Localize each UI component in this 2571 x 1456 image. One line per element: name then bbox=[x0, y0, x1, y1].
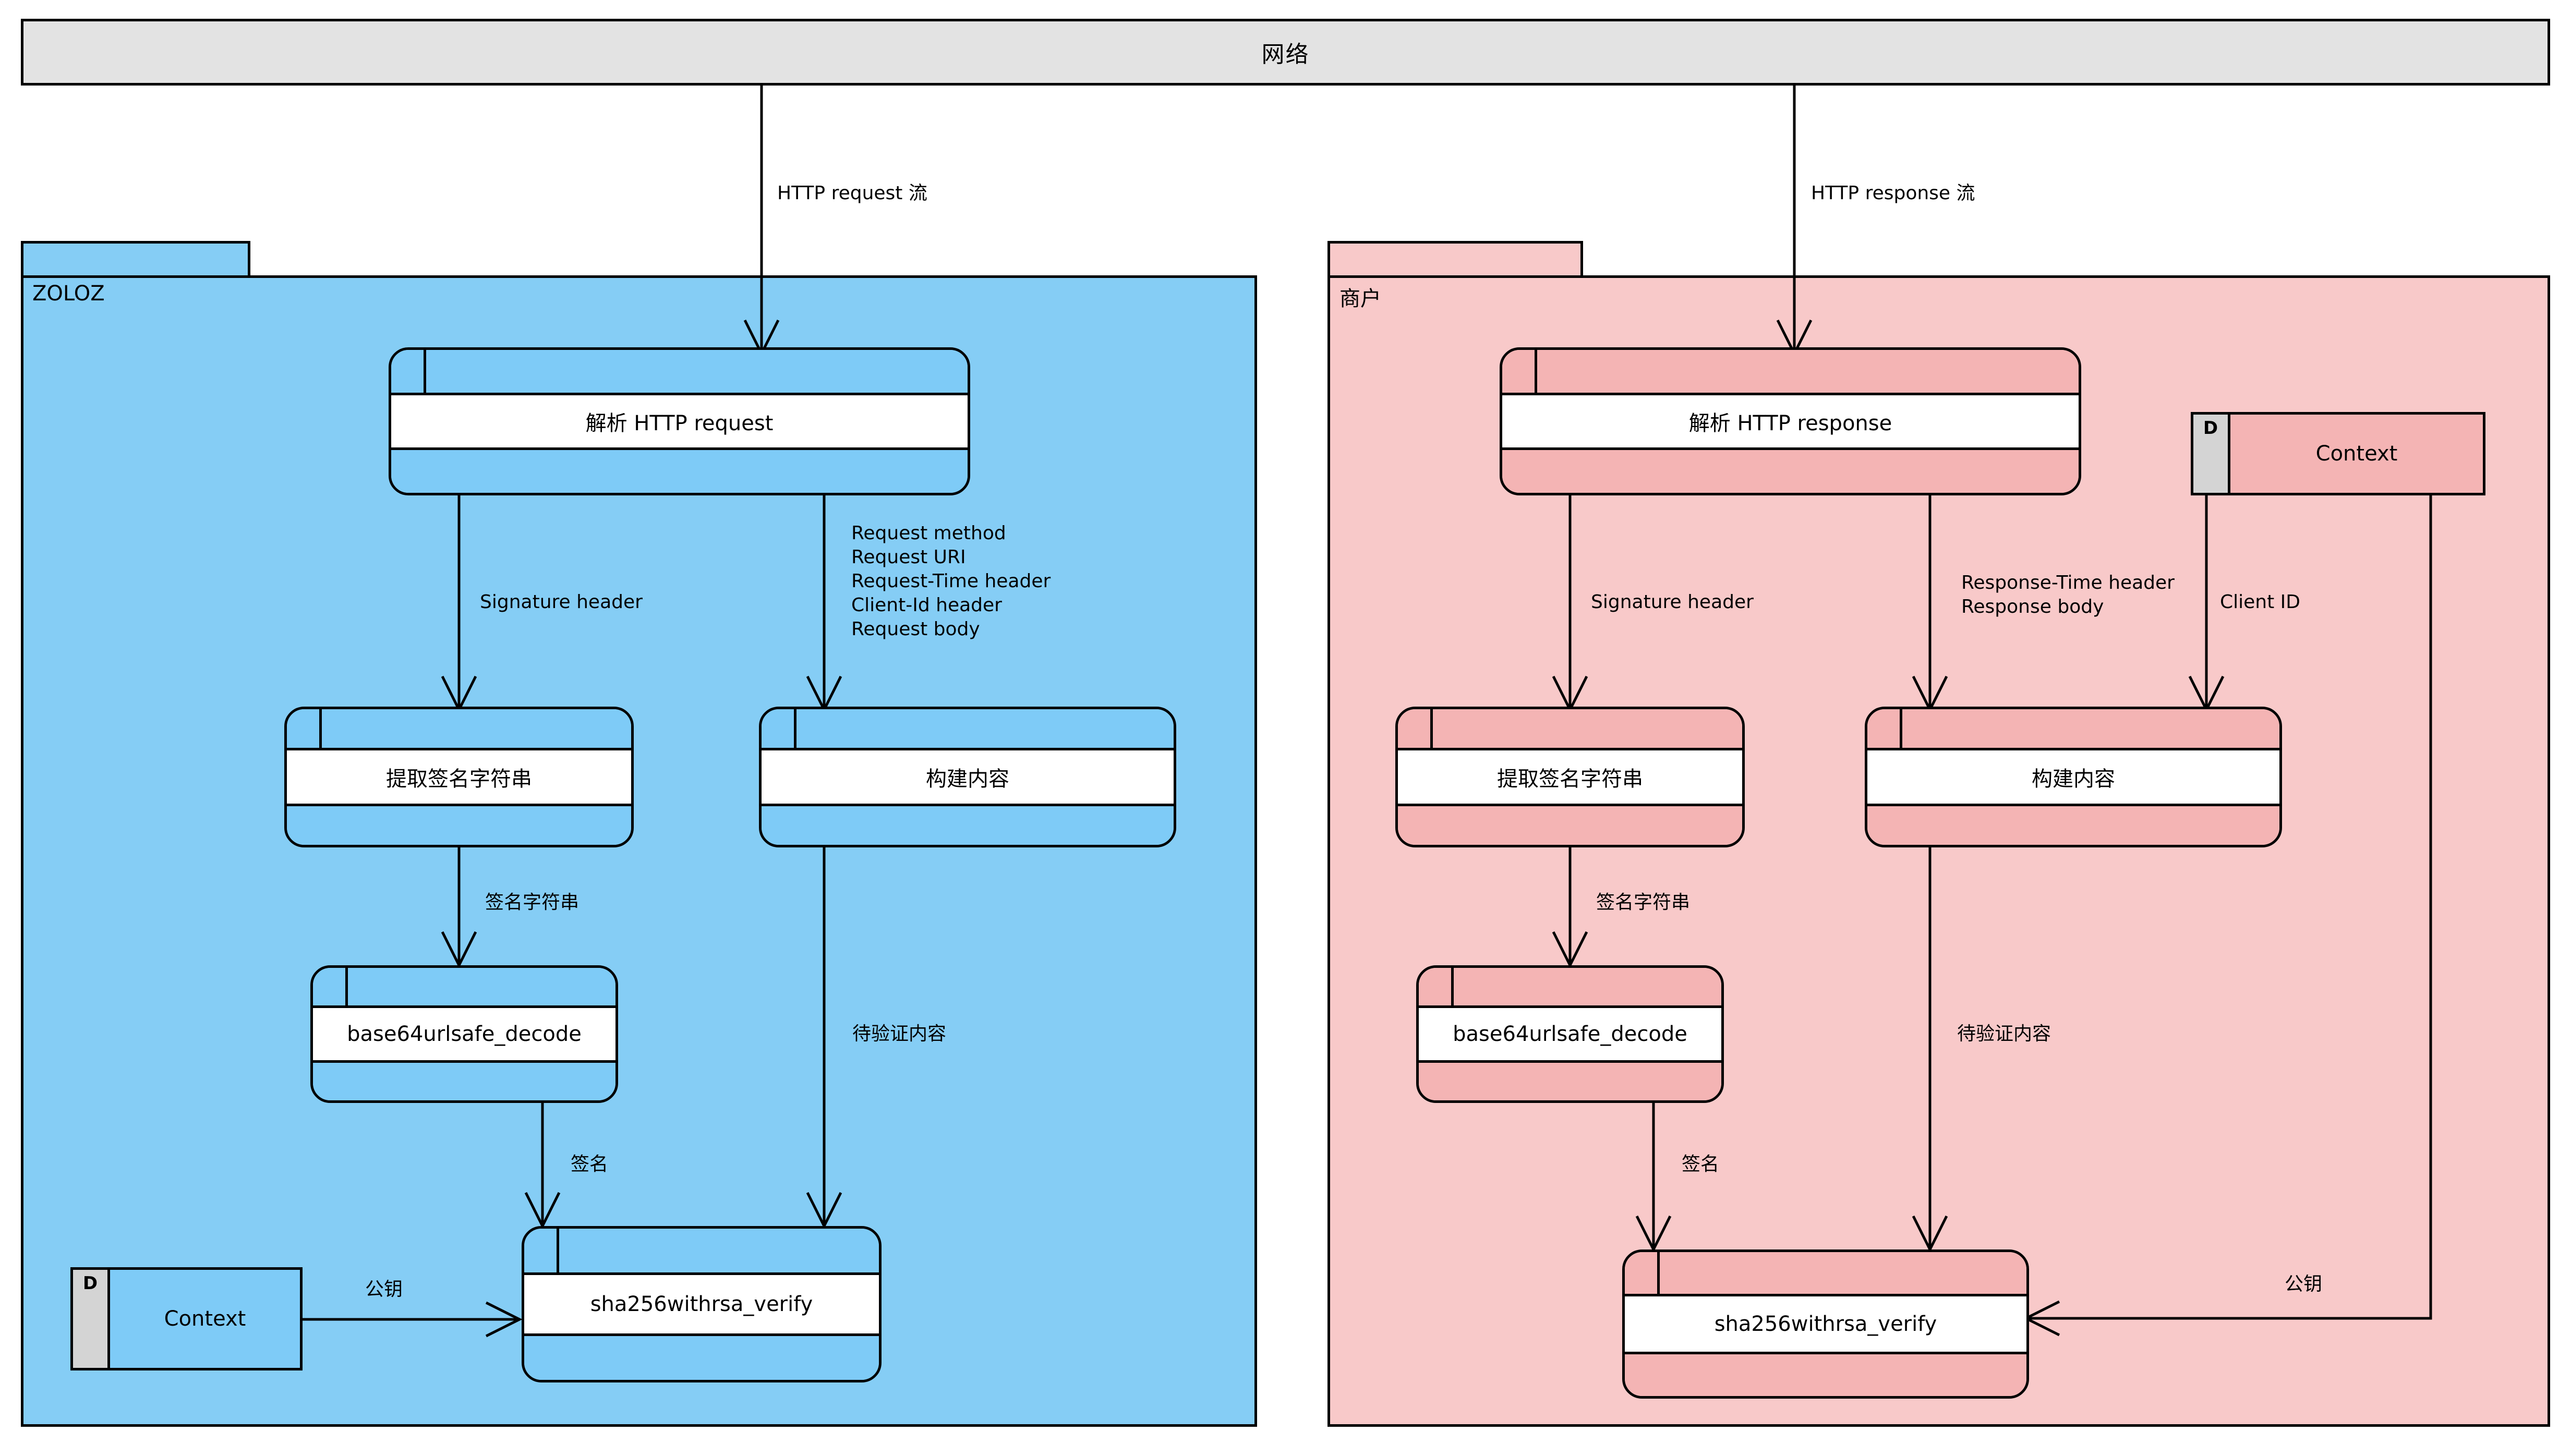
node-label: sha256withrsa_verify bbox=[590, 1292, 813, 1316]
node-label: sha256withrsa_verify bbox=[1714, 1312, 1937, 1336]
network-bar: 网络 bbox=[21, 19, 2550, 86]
zoloz-node-parse-http-request[interactable]: 解析 HTTP request bbox=[389, 347, 970, 495]
node-label: 解析 HTTP response bbox=[1688, 411, 1892, 435]
node-band-bottom bbox=[1502, 447, 2079, 493]
node-band-top bbox=[762, 709, 1174, 750]
node-band-bottom bbox=[287, 804, 631, 845]
flow-label-response: HTTP response 流 bbox=[1811, 183, 1975, 204]
merchant-label-public-key: 公钥 bbox=[2285, 1273, 2323, 1295]
node-center: 解析 HTTP response bbox=[1502, 395, 2079, 447]
network-label: 网络 bbox=[1261, 41, 1310, 68]
node-band-top bbox=[1398, 709, 1742, 750]
datastore-label: Context bbox=[2315, 442, 2398, 466]
node-band-bottom bbox=[524, 1333, 879, 1380]
node-center: 提取签名字符串 bbox=[287, 750, 631, 804]
datastore-value-cell: Context bbox=[2230, 415, 2483, 493]
node-band-top bbox=[287, 709, 631, 750]
node-center: sha256withrsa_verify bbox=[1625, 1296, 2026, 1352]
node-band-bottom bbox=[1867, 804, 2279, 845]
node-band-bottom bbox=[391, 447, 968, 493]
node-band-top bbox=[1867, 709, 2279, 750]
datastore-key-label: D bbox=[2203, 418, 2218, 439]
merchant-datastore-context[interactable]: D Context bbox=[2191, 412, 2485, 495]
node-band-bottom bbox=[313, 1060, 615, 1100]
merchant-package-tab bbox=[1327, 241, 1583, 276]
node-band-top bbox=[313, 968, 615, 1008]
node-center: base64urlsafe_decode bbox=[1419, 1008, 1721, 1060]
merchant-label-signature-string: 签名字符串 bbox=[1596, 892, 1691, 913]
zoloz-label-public-key: 公钥 bbox=[365, 1279, 403, 1300]
node-tick bbox=[1451, 968, 1454, 1005]
merchant-label-pending-content: 待验证内容 bbox=[1957, 1023, 2051, 1045]
node-tick bbox=[1535, 350, 1537, 393]
node-tick bbox=[1430, 709, 1433, 748]
node-label: 提取签名字符串 bbox=[386, 767, 532, 791]
zoloz-datastore-context[interactable]: D Context bbox=[70, 1267, 303, 1370]
datastore-key-cell: D bbox=[2193, 415, 2230, 493]
node-tick bbox=[319, 709, 322, 748]
merchant-label-response-parts: Response-Time header Response body bbox=[1961, 572, 2175, 618]
node-band-top bbox=[524, 1229, 879, 1275]
node-tick bbox=[345, 968, 348, 1005]
node-center: base64urlsafe_decode bbox=[313, 1008, 615, 1060]
zoloz-label-pending-content: 待验证内容 bbox=[852, 1023, 947, 1045]
node-tick bbox=[1657, 1252, 1660, 1294]
node-tick bbox=[794, 709, 796, 748]
node-label: 解析 HTTP request bbox=[585, 411, 774, 435]
merchant-node-parse-http-response[interactable]: 解析 HTTP response bbox=[1500, 347, 2081, 495]
datastore-value-cell: Context bbox=[110, 1270, 300, 1368]
node-label: base64urlsafe_decode bbox=[347, 1022, 582, 1046]
node-label: 构建内容 bbox=[926, 767, 1009, 791]
zoloz-label-request-parts: Request method Request URI Request-Time … bbox=[851, 523, 1051, 640]
node-band-top bbox=[1419, 968, 1721, 1008]
node-tick bbox=[1900, 709, 1902, 748]
merchant-label-signature-header: Signature header bbox=[1591, 591, 1754, 613]
node-label: 构建内容 bbox=[2032, 767, 2115, 791]
datastore-key-cell: D bbox=[73, 1270, 110, 1368]
merchant-package-title: 商户 bbox=[1339, 287, 1381, 311]
merchant-label-signature: 签名 bbox=[1682, 1154, 1720, 1175]
merchant-node-sha256withrsa-verify[interactable]: sha256withrsa_verify bbox=[1622, 1249, 2029, 1399]
node-band-top bbox=[1625, 1252, 2026, 1296]
node-band-top bbox=[391, 350, 968, 395]
node-tick bbox=[557, 1229, 559, 1272]
node-center: sha256withrsa_verify bbox=[524, 1275, 879, 1333]
datastore-label: Context bbox=[164, 1307, 246, 1331]
node-band-bottom bbox=[1625, 1352, 2026, 1396]
zoloz-node-build-content[interactable]: 构建内容 bbox=[759, 707, 1176, 847]
zoloz-label-signature-string: 签名字符串 bbox=[485, 892, 580, 913]
node-center: 解析 HTTP request bbox=[391, 395, 968, 447]
zoloz-package-title: ZOLOZ bbox=[32, 282, 105, 306]
merchant-node-base64urlsafe-decode[interactable]: base64urlsafe_decode bbox=[1416, 965, 1724, 1103]
node-label: base64urlsafe_decode bbox=[1453, 1022, 1687, 1046]
flow-label-request: HTTP request 流 bbox=[777, 183, 927, 204]
zoloz-node-sha256withrsa-verify[interactable]: sha256withrsa_verify bbox=[522, 1226, 882, 1382]
datastore-key-label: D bbox=[82, 1273, 98, 1294]
merchant-label-client-id: Client ID bbox=[2220, 591, 2301, 613]
node-tick bbox=[424, 350, 426, 393]
node-band-bottom bbox=[1398, 804, 1742, 845]
merchant-node-build-content[interactable]: 构建内容 bbox=[1865, 707, 2282, 847]
node-band-bottom bbox=[1419, 1060, 1721, 1100]
zoloz-node-base64urlsafe-decode[interactable]: base64urlsafe_decode bbox=[310, 965, 618, 1103]
node-center: 构建内容 bbox=[1867, 750, 2279, 804]
zoloz-label-signature-header: Signature header bbox=[480, 591, 643, 613]
zoloz-package-tab bbox=[21, 241, 250, 276]
node-center: 构建内容 bbox=[762, 750, 1174, 804]
merchant-node-extract-signature-string[interactable]: 提取签名字符串 bbox=[1395, 707, 1745, 847]
zoloz-label-signature: 签名 bbox=[571, 1154, 609, 1175]
node-band-top bbox=[1502, 350, 2079, 395]
node-center: 提取签名字符串 bbox=[1398, 750, 1742, 804]
node-band-bottom bbox=[762, 804, 1174, 845]
zoloz-node-extract-signature-string[interactable]: 提取签名字符串 bbox=[284, 707, 634, 847]
node-label: 提取签名字符串 bbox=[1497, 767, 1643, 791]
